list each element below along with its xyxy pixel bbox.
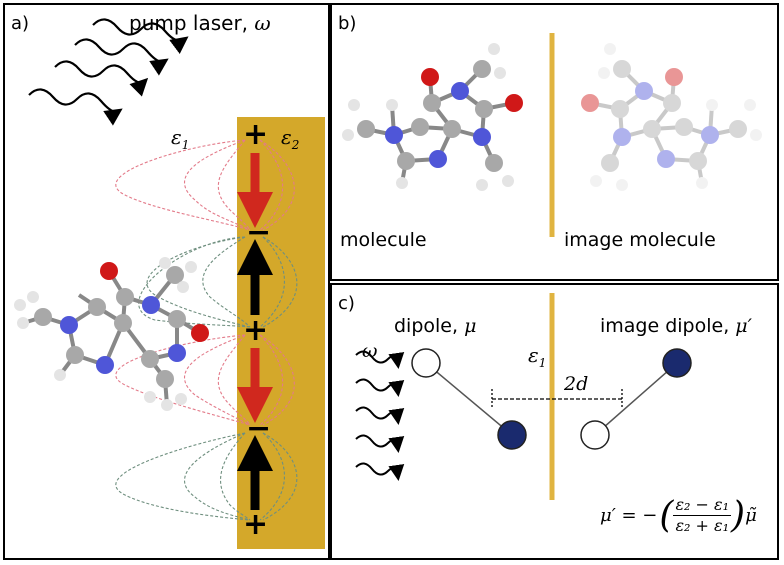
charge-plus-2: + [243, 313, 269, 348]
dipole-right-negative [662, 348, 692, 378]
pump-omega: ω [254, 11, 271, 35]
pump-laser-waves [28, 18, 189, 126]
epsilon-2-subscript: 2 [291, 138, 300, 152]
panel-c-label: c) [338, 293, 355, 314]
distance-label: 2d [564, 373, 589, 395]
dipole-right [580, 348, 692, 450]
dipole-left-positive [411, 348, 441, 378]
charge-plus-1: + [243, 117, 269, 152]
formula-close-paren: ) [731, 495, 746, 536]
laser-wave-1 [92, 18, 189, 54]
panel-a: a) pump laser, ω ε1 [3, 3, 330, 560]
dipole-symbol: μ [464, 315, 477, 337]
dipole-text: dipole, [394, 315, 465, 337]
formula-denominator: ε₂ + ε₁ [675, 516, 730, 535]
dipole-left-negative [497, 420, 527, 450]
panel-b-graphic [342, 33, 762, 237]
caffeine-molecule-a [14, 257, 209, 411]
panel-a-graphic [14, 18, 325, 549]
image-dipole-text: image dipole, [600, 315, 736, 337]
omega-label: ω [362, 340, 378, 362]
laser-wave-4 [28, 88, 123, 126]
dipole-label: dipole, μ [394, 315, 476, 337]
molecule-label: molecule [340, 229, 427, 251]
panel-c: c) dipole, μ image dipole, μ′ ω ε1 2d [330, 283, 779, 560]
charge-minus-1: − [246, 215, 272, 250]
image-molecule-b [581, 43, 762, 191]
charge-plus-3: + [243, 507, 269, 542]
formula-fraction: ε₂ − ε₁ ε₂ + ε₁ [673, 495, 732, 536]
panel-c-graphic [355, 293, 692, 500]
image-dipole-formula: μ′ = − ( ε₂ − ε₁ ε₂ + ε₁ ) μ̃ [600, 495, 757, 536]
panel-b-label: b) [338, 13, 357, 34]
epsilon-1-symbol: ε [171, 125, 182, 149]
epsilon-2-label: ε2 [281, 125, 299, 152]
distance-marker [491, 389, 623, 409]
epsilon-1-label-c: ε1 [528, 343, 546, 370]
epsilon-1-symbol-c: ε [528, 343, 539, 367]
epsilon-2-symbol: ε [281, 125, 292, 149]
formula-rhs: μ̃ [745, 505, 757, 526]
charge-minus-2: − [246, 411, 272, 446]
image-molecule-label: image molecule [564, 229, 716, 251]
panel-b: b) [330, 3, 779, 281]
image-dipole-label: image dipole, μ′ [600, 315, 752, 337]
omega-waves [355, 350, 405, 481]
laser-wave-2 [74, 38, 169, 76]
formula-numerator: ε₂ − ε₁ [673, 495, 732, 516]
epsilon-1-label: ε1 [171, 125, 189, 152]
formula-lhs: μ′ = − [600, 505, 658, 526]
image-dipole-symbol: μ′ [735, 315, 752, 337]
epsilon-1-subscript: 1 [181, 138, 190, 152]
formula-open-paren: ( [659, 495, 674, 536]
dipole-left [411, 348, 527, 450]
dipole-right-positive [580, 420, 610, 450]
molecule-b [342, 43, 523, 191]
epsilon-1-subscript-c: 1 [538, 356, 547, 370]
laser-wave-3 [54, 60, 149, 97]
panel-a-label: a) [11, 13, 30, 34]
